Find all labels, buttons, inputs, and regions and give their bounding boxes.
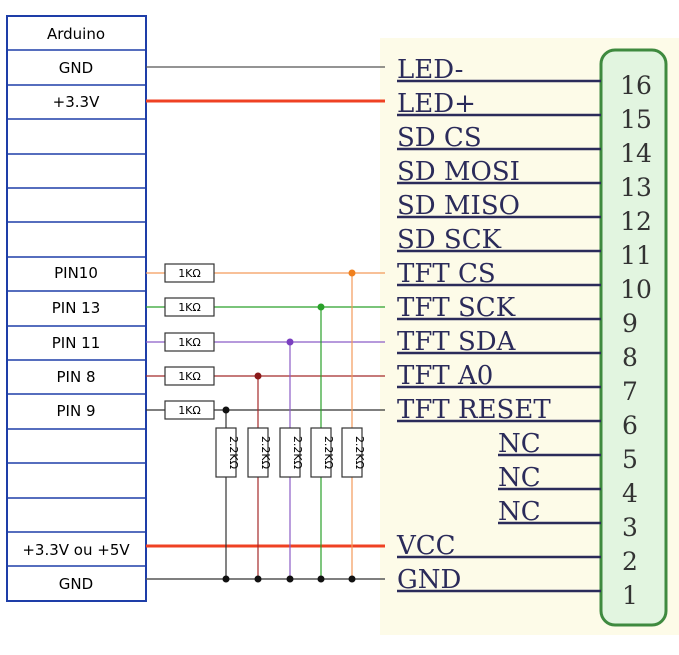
- tft-label-sd-miso: SD MISO: [397, 191, 520, 221]
- resistor-1k-pin13: 1KΩ: [164, 297, 215, 317]
- resistor-2k2-sck-label: 2.2KΩ: [322, 436, 335, 469]
- resistor-1k-pin11-body: [164, 332, 215, 352]
- power-wires: [146, 66, 385, 580]
- resistor-2k2-reset: 2.2KΩ: [215, 427, 240, 478]
- pin-number-16: 16: [620, 71, 652, 100]
- resistor-1k-pin10: 1KΩ: [164, 263, 215, 283]
- resistor-1k-pin8: 1KΩ: [164, 366, 215, 386]
- arduino-pin-gnd-top: GND: [59, 59, 93, 77]
- junction-dots: [222, 269, 356, 583]
- junction-gnd-5: [348, 575, 356, 583]
- tft-label-nc-3: NC: [498, 497, 541, 527]
- junction-cs: [348, 269, 356, 277]
- junction-gnd-4: [317, 575, 325, 583]
- arduino-pin-10: PIN10: [54, 264, 98, 282]
- resistor-2k2-sda: 2.2KΩ: [279, 427, 304, 478]
- pin-number-11: 11: [620, 241, 652, 270]
- arduino-title: Arduino: [47, 25, 105, 43]
- resistor-2k2-reset-label: 2.2KΩ: [227, 436, 240, 469]
- pin-number-3: 3: [622, 513, 638, 542]
- tft-label-gnd: GND: [397, 565, 461, 595]
- pin-number-9: 9: [622, 309, 638, 338]
- pin-number-14: 14: [620, 139, 652, 168]
- junction-reset: [222, 406, 230, 414]
- resistor-1k-pin13-label: 1KΩ: [178, 301, 201, 314]
- pin-number-13: 13: [620, 173, 652, 202]
- arduino-pin-13: PIN 13: [52, 299, 101, 317]
- resistor-2k2-reset-body: [215, 427, 237, 478]
- tft-label-nc-5: NC: [498, 429, 541, 459]
- resistor-1k-pin10-body: [164, 263, 215, 283]
- pin-number-15: 15: [620, 105, 652, 134]
- resistor-1k-pin9: 1KΩ: [164, 400, 215, 420]
- resistor-2k2-sck-body: [310, 427, 332, 478]
- resistor-2k2-cs-label: 2.2KΩ: [353, 436, 366, 469]
- arduino-pin-11: PIN 11: [52, 334, 101, 352]
- junction-sck: [317, 303, 325, 311]
- resistor-2k2-cs: 2.2KΩ: [341, 427, 366, 478]
- tft-label-sd-sck: SD SCK: [397, 225, 502, 255]
- tft-pin-numbers: 16 15 14 13 12 11 10 9 8 7 6 5 4 3 2 1: [620, 71, 652, 610]
- pin-number-2: 2: [622, 547, 638, 576]
- resistor-1k-pin8-label: 1KΩ: [178, 370, 201, 383]
- resistor-2k2-sda-body: [279, 427, 301, 478]
- tft-label-sd-mosi: SD MOSI: [397, 157, 520, 187]
- junction-sda: [286, 338, 294, 346]
- arduino-pin-vcc: +3.3V ou +5V: [22, 541, 130, 559]
- resistor-2k2-a0-body: [247, 427, 269, 478]
- pin-number-7: 7: [622, 377, 638, 406]
- arduino-outline: [6, 15, 147, 602]
- resistor-1k-pin9-label: 1KΩ: [178, 404, 201, 417]
- tft-label-tft-reset: TFT RESET: [397, 395, 551, 425]
- pin-number-12: 12: [620, 207, 652, 236]
- resistor-1k-pin9-body: [164, 400, 215, 420]
- junction-gnd-3: [286, 575, 294, 583]
- pulldown-resistors: 2.2KΩ 2.2KΩ 2.2KΩ 2.2KΩ 2.2KΩ: [215, 427, 366, 478]
- resistor-1k-pin11-label: 1KΩ: [178, 336, 201, 349]
- tft-label-sd-cs: SD CS: [397, 123, 482, 153]
- pin-number-5: 5: [622, 445, 638, 474]
- pin-number-10: 10: [620, 275, 652, 304]
- resistor-1k-pin8-body: [164, 366, 215, 386]
- pin-number-8: 8: [622, 343, 638, 372]
- tft-label-led-plus: LED+: [397, 89, 476, 119]
- resistor-1k-pin11: 1KΩ: [164, 332, 215, 352]
- tft-label-nc-4: NC: [498, 463, 541, 493]
- pin-number-1: 1: [622, 581, 638, 610]
- resistor-2k2-sck: 2.2KΩ: [310, 427, 335, 478]
- tft-label-tft-sda: TFT SDA: [397, 327, 517, 357]
- arduino-pin-8: PIN 8: [56, 368, 95, 386]
- resistor-2k2-a0-label: 2.2KΩ: [259, 436, 272, 469]
- arduino-row-dividers: [7, 49, 146, 567]
- tft-label-tft-a0: TFT A0: [397, 361, 493, 391]
- series-resistors: 1KΩ 1KΩ 1KΩ 1KΩ 1KΩ: [164, 263, 215, 420]
- signal-wires: [146, 272, 385, 411]
- arduino-pin-3v3: +3.3V: [53, 93, 100, 111]
- resistor-2k2-a0: 2.2KΩ: [247, 427, 272, 478]
- pin-number-6: 6: [622, 411, 638, 440]
- arduino-pin-gnd-bottom: GND: [59, 575, 93, 593]
- tft-label-tft-cs: TFT CS: [397, 259, 496, 289]
- tft-connector: [599, 48, 668, 627]
- arduino-pin-9: PIN 9: [56, 402, 95, 420]
- junction-gnd-1: [222, 575, 230, 583]
- junction-gnd-2: [254, 575, 262, 583]
- resistor-2k2-sda-label: 2.2KΩ: [291, 436, 304, 469]
- tft-label-vcc: VCC: [396, 531, 456, 561]
- tft-label-led-minus: LED-: [397, 55, 463, 85]
- arduino-header-table: Arduino GND +3.3V PIN10 PIN 13 PIN 11 PI…: [6, 15, 147, 602]
- tft-label-tft-sck: TFT SCK: [397, 293, 516, 323]
- junction-a0: [254, 372, 262, 380]
- pulldown-wires: [225, 273, 353, 579]
- pin-number-4: 4: [622, 479, 638, 508]
- tft-pin-underlines: [397, 79, 601, 593]
- tft-pin-labels: LED- LED+ SD CS SD MOSI SD MISO SD SCK T…: [396, 55, 551, 595]
- resistor-1k-pin10-label: 1KΩ: [178, 267, 201, 280]
- resistor-1k-pin13-body: [164, 297, 215, 317]
- arduino-pin-labels: Arduino GND +3.3V PIN10 PIN 13 PIN 11 PI…: [22, 25, 130, 593]
- resistor-2k2-cs-body: [341, 427, 363, 478]
